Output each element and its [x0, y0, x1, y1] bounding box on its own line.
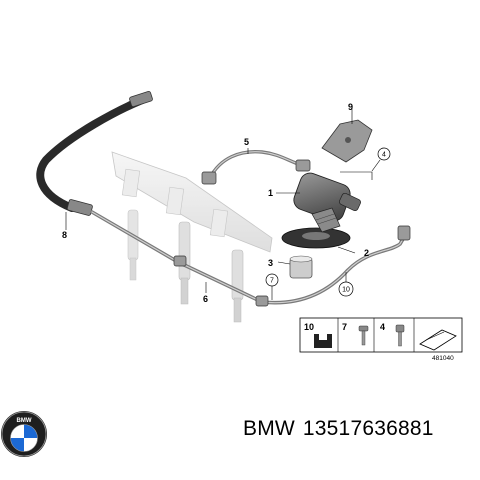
gasket-2: [281, 227, 351, 249]
fuel-rail: [111, 151, 273, 253]
callout-5: 5: [244, 137, 249, 147]
diagram-reference-number: 481040: [432, 355, 454, 362]
injector-1: [127, 209, 139, 281]
fuel-line-5: [201, 150, 311, 185]
callout-9: 9: [348, 102, 353, 112]
part-number: 13517636881: [302, 417, 434, 440]
arrow-key-icon: [419, 329, 457, 351]
bolt-icon: [395, 324, 405, 347]
fuel-hose-8: [36, 90, 153, 216]
high-pressure-pump-1: [293, 172, 361, 233]
callout-8: 8: [62, 230, 67, 240]
rubber-block-icon: [314, 334, 332, 348]
callout-7: 7: [270, 278, 274, 285]
strip-label-7: 7: [342, 322, 347, 332]
injector-3: [231, 249, 244, 323]
callout-6: 6: [203, 294, 208, 304]
bmw-logo: BMW: [1, 411, 47, 457]
callout-10-circled: 10: [338, 281, 354, 297]
callout-4: 4: [382, 152, 386, 159]
small-parts-strip: 10 7 4: [299, 317, 463, 353]
strip-label-10: 10: [304, 322, 314, 332]
callout-3: 3: [268, 258, 273, 268]
callout-labels: 1 2 3 5 6 8 9 4 7 10: [62, 102, 391, 304]
callout-10: 10: [342, 287, 350, 294]
callout-7-circled: 7: [265, 273, 279, 287]
screw-icon: [358, 325, 369, 346]
callout-2: 2: [364, 248, 369, 258]
callout-1: 1: [268, 188, 273, 198]
bmw-logo-text: BMW: [17, 418, 32, 424]
brand-part-number-line: BMW 13517636881: [243, 417, 442, 441]
bracket-9: [321, 119, 373, 163]
sleeve-3: [289, 255, 313, 279]
fuel-line-6: [90, 210, 411, 307]
strip-label-4: 4: [380, 322, 385, 332]
brand-name: BMW: [243, 417, 295, 440]
leader-lines: [65, 108, 381, 300]
callout-4-circled: 4: [377, 147, 391, 161]
